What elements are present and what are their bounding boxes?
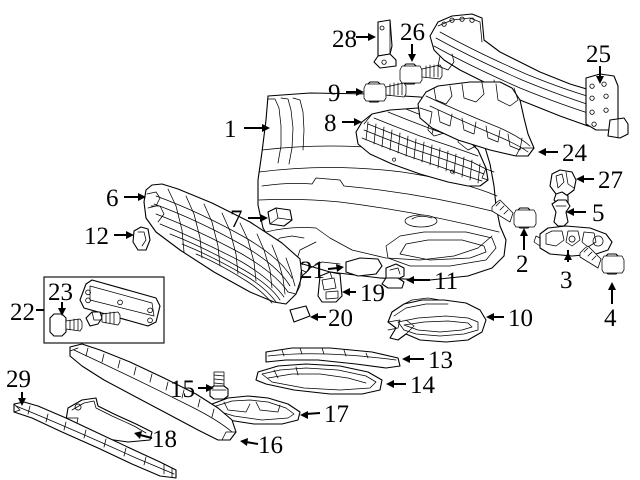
part-screw-15 — [209, 371, 229, 400]
callout-11: 11 — [434, 268, 458, 295]
part-molding-12 — [132, 226, 151, 251]
part-bracket-19 — [317, 271, 343, 303]
callout-13: 13 — [428, 347, 453, 374]
callout-24: 24 — [562, 140, 588, 167]
callout-1: 1 — [224, 116, 237, 143]
part-cover-plate-20 — [289, 305, 311, 323]
callout-19: 19 — [360, 280, 385, 307]
callout-numbers: 1 2 3 4 5 6 7 8 9 10 11 12 13 14 15 16 1… — [6, 19, 623, 459]
callout-12: 12 — [84, 223, 109, 250]
part-side-trim-14 — [255, 363, 383, 395]
callout-17: 17 — [324, 401, 349, 428]
part-clip-7 — [267, 207, 293, 227]
callout-6: 6 — [106, 185, 119, 212]
part-flange-bolt-9 — [363, 81, 407, 103]
part-lower-spoiler-trim-16 — [69, 343, 237, 441]
callout-7: 7 — [230, 206, 243, 233]
callout-27: 27 — [598, 167, 623, 194]
leader-lines — [18, 33, 616, 446]
callout-21: 21 — [300, 257, 325, 284]
callout-9: 9 — [328, 80, 341, 107]
part-retainer-clip-5 — [551, 199, 571, 227]
callout-14: 14 — [410, 372, 436, 399]
callout-3: 3 — [560, 267, 573, 294]
callout-5: 5 — [592, 200, 605, 227]
callout-15: 15 — [170, 376, 195, 403]
callout-2: 2 — [516, 251, 529, 278]
part-fog-light-bezel-10 — [387, 297, 487, 343]
callout-29: 29 — [6, 366, 31, 393]
callout-18: 18 — [152, 426, 177, 453]
callout-4: 4 — [604, 305, 617, 332]
part-bolt-2 — [491, 199, 537, 229]
part-side-bracket-28 — [373, 19, 397, 69]
part-upper-grille — [143, 183, 303, 305]
callout-20: 20 — [328, 305, 353, 332]
callout-26: 26 — [400, 19, 425, 46]
part-lower-lip-molding-29 — [13, 401, 177, 479]
callout-22: 22 — [10, 299, 35, 326]
part-lower-molding-13 — [265, 347, 401, 369]
part-energy-absorber — [417, 81, 535, 157]
callout-28: 28 — [332, 26, 357, 53]
callout-25: 25 — [586, 41, 611, 68]
part-bracket-clip-11 — [381, 263, 405, 289]
part-tow-hook-cover-21 — [345, 257, 383, 277]
callout-16: 16 — [258, 432, 283, 459]
license-plate-bracket-group — [43, 276, 165, 344]
part-bracket-3 — [533, 225, 613, 257]
part-bolt-4 — [579, 245, 625, 275]
part-impact-bar — [429, 13, 629, 139]
callout-23: 23 — [48, 279, 73, 306]
part-flange-bolt-26 — [399, 63, 443, 85]
callout-8: 8 — [324, 110, 337, 137]
callout-10: 10 — [508, 305, 533, 332]
